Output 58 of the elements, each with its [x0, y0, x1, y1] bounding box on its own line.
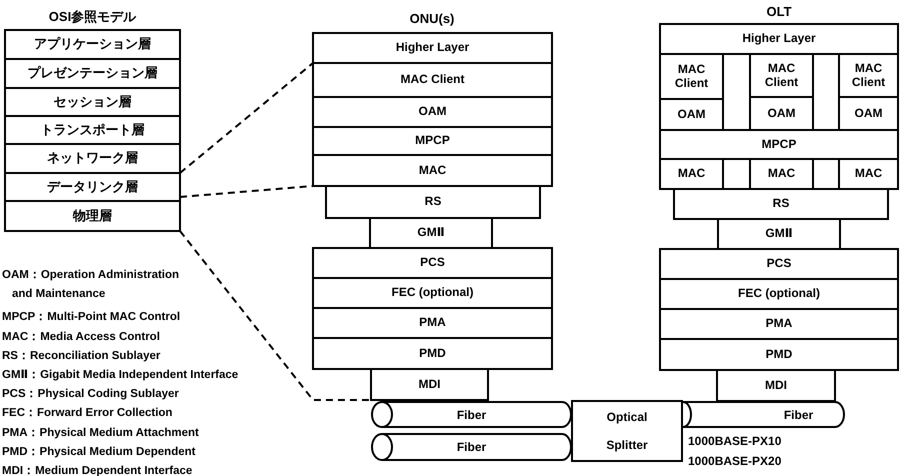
protocol-layer-box: MDI [716, 369, 836, 402]
protocol-layer-box: Higher Layer [659, 23, 899, 55]
abbreviation-note: RS：Reconciliation Sublayer [2, 348, 160, 364]
protocol-layer-box: MAC Client [312, 62, 553, 98]
protocol-layer-box: PMD [659, 338, 899, 371]
protocol-layer-box: PMA [659, 308, 899, 340]
abbreviation-note: PMD：Physical Medium Dependent [2, 444, 196, 460]
protocol-layer-box: MAC Client [659, 53, 724, 100]
fiber-cylinder: Fiber [371, 433, 572, 461]
protocol-layer-box: MPCP [659, 129, 899, 160]
standard-label: 1000BASE-PX10 [688, 433, 782, 449]
dashed-mapping-line [180, 185, 314, 198]
protocol-layer-box: PCS [659, 248, 899, 280]
protocol-layer-box: Higher Layer [312, 32, 553, 64]
abbreviation-note: FEC：Forward Error Collection [2, 406, 172, 422]
protocol-layer-box: MPCP [312, 126, 553, 156]
protocol-layer-box: MAC [838, 158, 899, 190]
fiber-cylinder: Fiber [371, 401, 572, 428]
protocol-layer-box: OAM [312, 96, 553, 128]
protocol-layer-box: MAC [312, 154, 553, 187]
protocol-layer-box: GMⅡ [717, 218, 841, 250]
protocol-layer-box: PCS [312, 247, 553, 279]
abbreviation-note: OAM：Operation Administration and Maintenance [2, 268, 180, 302]
abbreviation-note: MPCP：Multi-Point MAC Control [2, 310, 180, 326]
osi-layer-box: データリンク層 [4, 172, 181, 202]
protocol-layer-box: PMD [312, 337, 553, 370]
protocol-layer-box: MAC [659, 158, 724, 190]
osi-layer-box: トランスポート層 [4, 115, 181, 145]
protocol-layer-box: MAC Client [838, 53, 899, 98]
column-heading: OLT [765, 4, 793, 20]
osi-layer-box: ネットワーク層 [4, 143, 181, 174]
osi-layer-box: 物理層 [4, 200, 181, 232]
protocol-layer-box: OAM [659, 98, 724, 131]
fiber-cylinder: Fiber [682, 401, 845, 428]
abbreviation-note: MAC：Media Access Control [2, 330, 160, 345]
osi-layer-box: アプリケーション層 [4, 29, 181, 60]
protocol-layer-box: OAM [749, 96, 814, 131]
protocol-layer-box: RS [673, 188, 889, 220]
protocol-layer-box: PMA [312, 307, 553, 339]
protocol-layer-box: MDI [370, 368, 489, 401]
protocol-layer-box: MAC [749, 158, 814, 190]
abbreviation-note: PMA：Physical Medium Attachment [2, 426, 199, 441]
dashed-mapping-line [179, 62, 314, 174]
protocol-layer-box: FEC (optional) [312, 277, 553, 309]
optical-splitter-box: Optical Splitter [571, 400, 683, 462]
osi-layer-box: セッション層 [4, 87, 181, 117]
abbreviation-note: GMⅡ：Gigabit Media Independent Interface [2, 368, 238, 383]
protocol-layer-box: GMⅡ [369, 217, 493, 249]
abbreviation-note: PCS：Physical Coding Sublayer [2, 387, 179, 402]
column-heading: ONU(s) [408, 11, 456, 27]
column-heading: OSI参照モデル [48, 9, 138, 25]
protocol-layer-box: OAM [838, 96, 899, 131]
protocol-layer-box: MAC Client [749, 53, 814, 98]
osi-layer-box: プレゼンテーション層 [4, 58, 181, 89]
standard-label: 1000BASE-PX20 [688, 453, 782, 469]
dashed-mapping-line [179, 230, 371, 401]
protocol-layer-box: RS [325, 185, 541, 219]
protocol-layer-box: FEC (optional) [659, 278, 899, 310]
